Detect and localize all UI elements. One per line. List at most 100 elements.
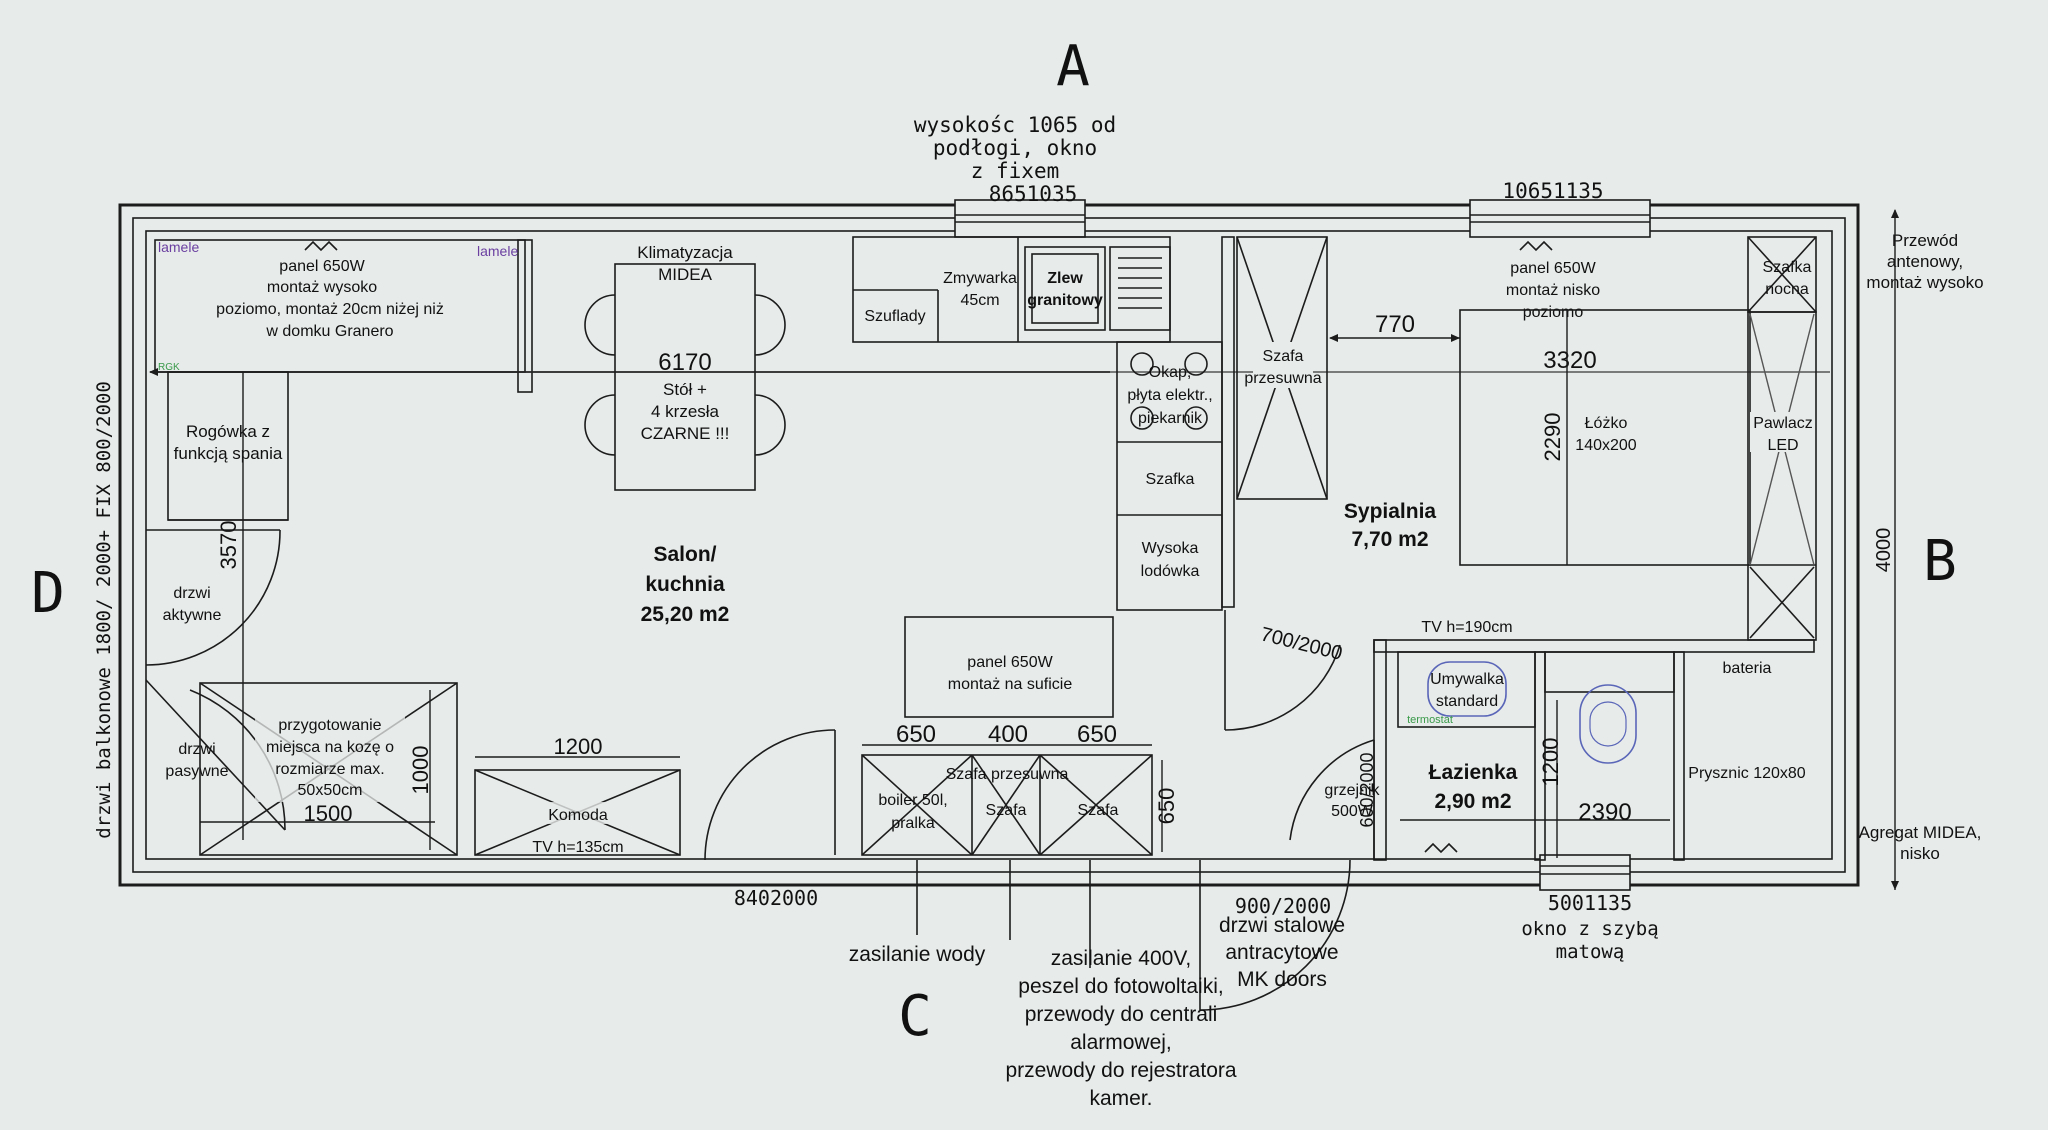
entrance-door: 8402000 — [704, 729, 836, 910]
svg-text:50x50cm: 50x50cm — [298, 782, 363, 799]
svg-text:Okap,: Okap, — [1149, 364, 1192, 381]
svg-text:aktywne: aktywne — [163, 607, 222, 624]
svg-text:Wysoka: Wysoka — [1142, 540, 1199, 557]
bathroom-dims: 2390 1200 — [1400, 700, 1670, 858]
svg-text:Szafa przesuwna: Szafa przesuwna — [946, 766, 1069, 783]
svg-text:8651035: 8651035 — [989, 182, 1078, 206]
bath-window-note: 5001135 okno z szybą matową — [1521, 891, 1658, 963]
svg-text:zasilanie 400V,: zasilanie 400V, — [1051, 947, 1192, 970]
lamele-left: lamele — [158, 239, 199, 255]
svg-text:MK doors: MK doors — [1237, 968, 1327, 991]
svg-text:1000: 1000 — [408, 746, 433, 795]
ceiling-heating-panel: panel 650W montaż na suficie — [904, 616, 1114, 718]
svg-text:drzwi: drzwi — [173, 585, 210, 602]
svg-text:140x200: 140x200 — [1575, 437, 1636, 454]
top-window-note: wysokośc 1065 od podłogi, okno z fixem 8… — [914, 113, 1116, 206]
dresser: 1200 Komoda TV h=135cm — [474, 734, 681, 856]
svg-text:poziomo, montaż 20cm niżej niż: poziomo, montaż 20cm niżej niż — [216, 301, 444, 318]
svg-text:4000: 4000 — [1873, 528, 1895, 573]
svg-text:przewody do centrali: przewody do centrali — [1025, 1003, 1218, 1026]
svg-text:Łazienka: Łazienka — [1429, 761, 1518, 784]
lamele-right: lamele — [477, 243, 518, 259]
svg-text:grzejnik: grzejnik — [1324, 782, 1380, 799]
svg-text:z fixem: z fixem — [971, 159, 1060, 183]
svg-text:LED: LED — [1767, 437, 1798, 454]
svg-text:pralka: pralka — [891, 815, 935, 832]
top-window — [954, 199, 1086, 238]
svg-text:Zlew: Zlew — [1047, 270, 1083, 287]
svg-text:peszel do fotowoltaiki,: peszel do fotowoltaiki, — [1018, 975, 1223, 998]
svg-text:650: 650 — [1154, 788, 1179, 825]
middle-wardrobe: Szafa przesuwna — [1236, 236, 1328, 500]
bottom-wardrobe: 650 400 650 Szafa przesuwna boiler 50l, … — [861, 721, 1179, 856]
svg-text:okno z szybą: okno z szybą — [1521, 918, 1658, 940]
power-note: zasilanie 400V, peszel do fotowoltaiki, … — [1005, 947, 1236, 1110]
svg-text:Zmywarka: Zmywarka — [943, 270, 1017, 287]
bed: 3320 Łóżko 140x200 2290 — [1459, 309, 1751, 566]
rgk-label: RGK — [158, 362, 180, 373]
bedroom-window-dim: 10651135 — [1502, 179, 1603, 203]
svg-text:2390: 2390 — [1578, 799, 1631, 826]
section-letter-d: D — [31, 561, 65, 626]
svg-text:montaż na suficie: montaż na suficie — [948, 676, 1073, 693]
svg-text:650: 650 — [896, 721, 936, 748]
section-letter-c: C — [898, 984, 932, 1049]
svg-text:antenowy,: antenowy, — [1887, 252, 1963, 271]
bedroom-tv-label: TV h=190cm — [1421, 619, 1512, 636]
bedroom-top-window — [1469, 199, 1651, 238]
svg-text:25,20 m2: 25,20 m2 — [641, 603, 730, 626]
svg-text:45cm: 45cm — [960, 292, 999, 309]
balcony-door-note: drzwi balkonowe 1800/ 2000+ FIX 800/2000 — [93, 381, 115, 839]
svg-text:miejsca na kozę o: miejsca na kozę o — [266, 739, 394, 756]
svg-text:montaż wysoko: montaż wysoko — [1866, 273, 1983, 292]
svg-text:Sypialnia: Sypialnia — [1344, 500, 1437, 523]
svg-text:w domku Granero: w domku Granero — [265, 323, 393, 340]
svg-text:770: 770 — [1375, 311, 1415, 338]
svg-text:Szafa: Szafa — [1263, 348, 1304, 365]
svg-text:2290: 2290 — [1540, 413, 1565, 462]
svg-text:panel 650W: panel 650W — [279, 258, 365, 275]
svg-text:lodówka: lodówka — [1141, 563, 1200, 580]
svg-text:drzwi: drzwi — [178, 741, 215, 758]
svg-text:Komoda: Komoda — [548, 807, 608, 824]
svg-text:1500: 1500 — [304, 801, 353, 826]
svg-text:kuchnia: kuchnia — [645, 573, 725, 596]
svg-text:przesuwna: przesuwna — [1244, 370, 1321, 387]
svg-text:pasywne: pasywne — [165, 763, 228, 780]
dim-770: 770 — [1329, 311, 1460, 342]
svg-text:nocna: nocna — [1765, 281, 1809, 298]
svg-text:2,90 m2: 2,90 m2 — [1434, 790, 1511, 813]
nightstand: Szafka nocna — [1747, 236, 1817, 313]
svg-text:TV h=135cm: TV h=135cm — [532, 839, 623, 856]
svg-text:boiler 50l,: boiler 50l, — [878, 792, 947, 809]
svg-text:Umywalka: Umywalka — [1430, 671, 1504, 688]
svg-text:7,70 m2: 7,70 m2 — [1351, 528, 1428, 551]
svg-text:wysokośc 1065 od: wysokośc 1065 od — [914, 113, 1116, 137]
svg-text:Pawlacz: Pawlacz — [1753, 415, 1813, 432]
bedroom-label: Sypialnia 7,70 m2 — [1344, 500, 1437, 551]
cabinet-label: Szafka — [1146, 471, 1195, 488]
svg-text:antracytowe: antracytowe — [1225, 941, 1338, 964]
bath-window — [1539, 854, 1631, 891]
svg-text:przygotowanie: przygotowanie — [278, 717, 381, 734]
balcony-doors: drzwi aktywne drzwi pasywne — [145, 529, 286, 831]
svg-text:standard: standard — [1436, 693, 1498, 710]
svg-text:Przewód: Przewód — [1892, 231, 1958, 250]
svg-text:termostat: termostat — [1407, 714, 1453, 726]
svg-text:6170: 6170 — [658, 349, 711, 376]
svg-text:drzwi stalowe: drzwi stalowe — [1219, 914, 1345, 937]
toilet — [1544, 651, 1675, 764]
steel-door: 900/2000 drzwi stalowe antracytowe MK do… — [1199, 859, 1351, 1011]
shower: bateria Prysznic 120x80 — [1688, 660, 1805, 782]
svg-text:4 krzesła: 4 krzesła — [651, 402, 720, 421]
drawers-label: Szuflady — [864, 308, 925, 325]
svg-text:1200: 1200 — [1538, 738, 1563, 787]
svg-text:Szafa: Szafa — [986, 802, 1027, 819]
svg-text:montaż nisko: montaż nisko — [1506, 282, 1600, 299]
agregat-note: Agregat MIDEA, nisko — [1859, 823, 1982, 863]
bedroom-door: 700/2000 — [1224, 610, 1345, 731]
svg-text:Klimatyzacja: Klimatyzacja — [637, 243, 733, 262]
corner-sofa: Rogówka z funkcją spania — [167, 371, 289, 521]
svg-text:650: 650 — [1077, 721, 1117, 748]
